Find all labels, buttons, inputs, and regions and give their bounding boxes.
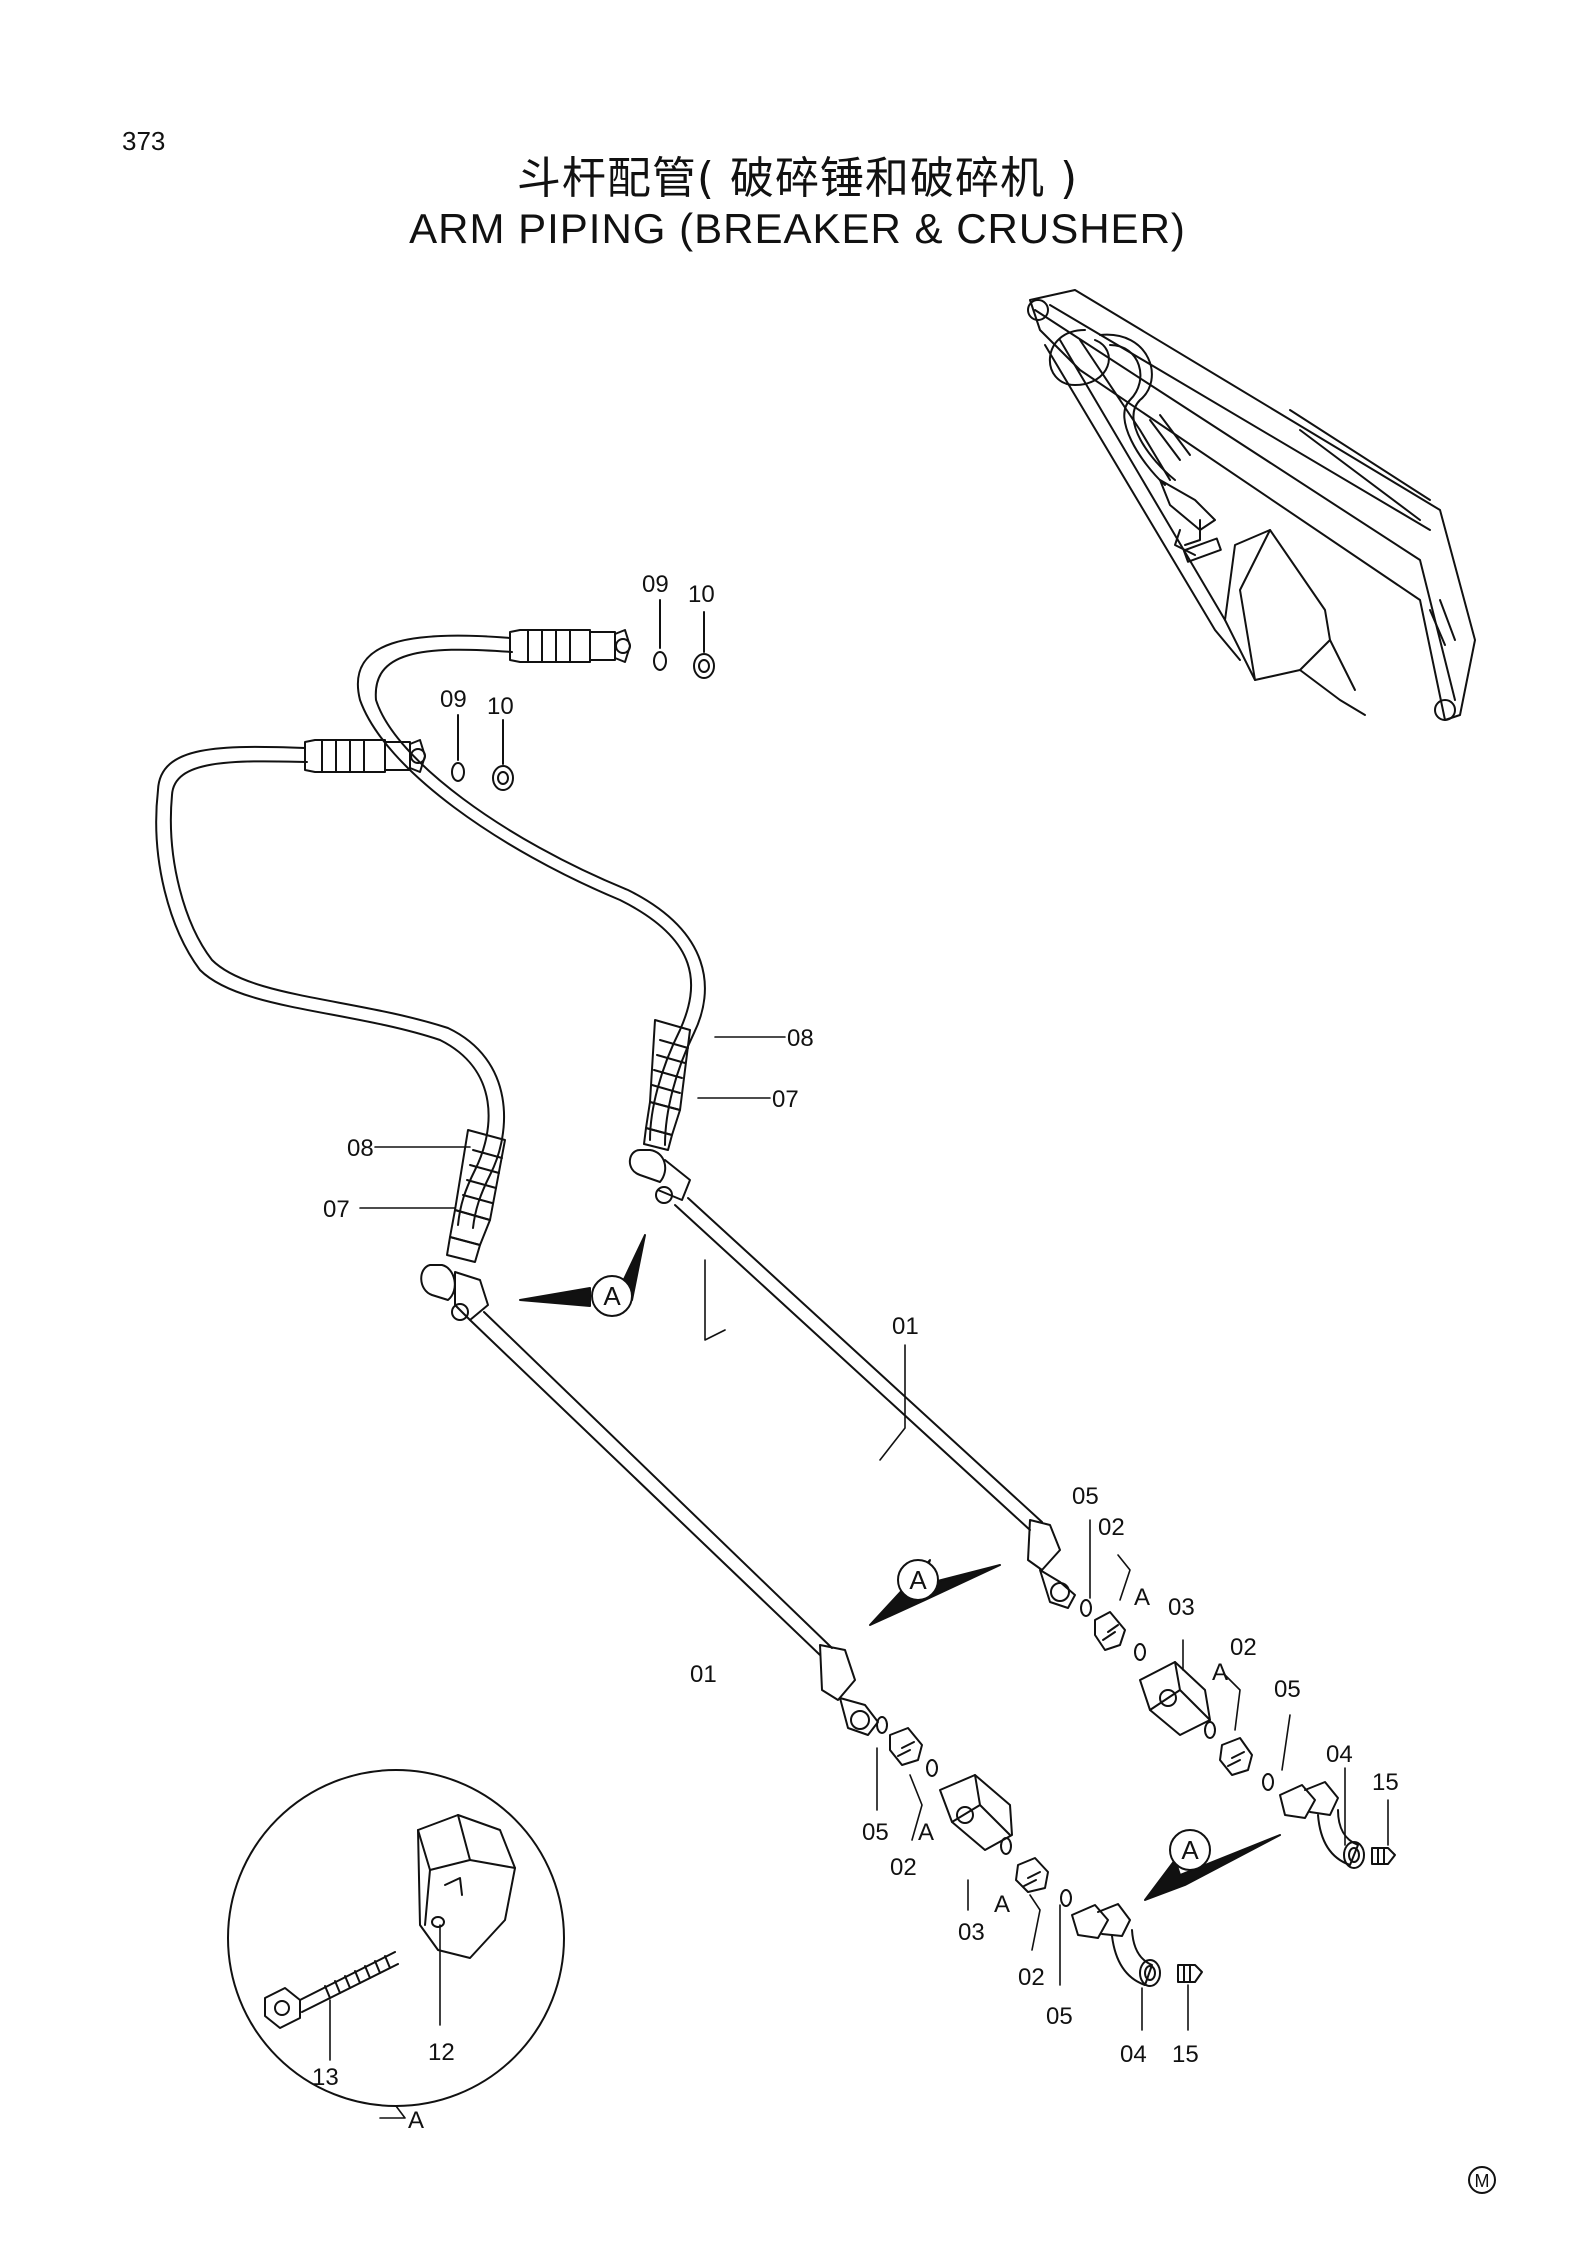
label-12: 12 — [428, 2039, 455, 2066]
label-a-upper-1: A — [1134, 1584, 1150, 1611]
label-04-lower: 04 — [1120, 2041, 1147, 2068]
view-a-label-2: A — [909, 1565, 927, 1595]
view-a-arrows — [519, 1234, 1281, 1901]
corner-mark: M — [1475, 2171, 1490, 2191]
hose-assembly-lower — [155, 739, 506, 1263]
label-15-upper: 15 — [1372, 1769, 1399, 1796]
label-02-lower-a: 02 — [890, 1854, 917, 1881]
label-01-upper: 01 — [892, 1313, 919, 1340]
label-07-left: 07 — [323, 1196, 350, 1223]
label-05-lower: 05 — [862, 1819, 889, 1846]
corner-mark-circle — [1468, 2166, 1496, 2194]
label-09-upper: 09 — [642, 571, 669, 598]
fitting-train-lower — [876, 1716, 1072, 1907]
label-05-upper-b: 05 — [1274, 1676, 1301, 1703]
label-03-lower: 03 — [958, 1919, 985, 1946]
pipe-01-upper — [628, 1149, 1076, 1609]
label-a-upper-2: A — [1212, 1659, 1228, 1686]
label-07-right: 07 — [772, 1086, 799, 1113]
view-a-circles — [591, 1275, 1211, 1871]
label-a-lower-2: A — [994, 1891, 1010, 1918]
label-10-lower: 10 — [487, 693, 514, 720]
label-02-lower-b: 02 — [1018, 1964, 1045, 1991]
label-02-upper-a: 02 — [1098, 1514, 1125, 1541]
view-a-label-1: A — [603, 1281, 621, 1311]
label-15-lower: 15 — [1172, 2041, 1199, 2068]
seal-parts — [451, 599, 715, 791]
label-04-upper: 04 — [1326, 1741, 1353, 1768]
label-05-upper: 05 — [1072, 1483, 1099, 1510]
hose-assembly-upper — [357, 629, 706, 1151]
label-08-right: 08 — [787, 1025, 814, 1052]
label-10-upper: 10 — [688, 581, 715, 608]
title-chinese: 斗杆配管( 破碎锤和破碎机 ) — [516, 153, 1079, 204]
label-01-lower: 01 — [690, 1661, 717, 1688]
pipe-01-lower — [420, 1264, 879, 1736]
title-english: ARM PIPING (BREAKER & CRUSHER) — [409, 205, 1186, 252]
detail-view-a — [227, 1769, 565, 2119]
arm-overview-illustration — [1027, 289, 1476, 721]
detail-view-a-label: A — [408, 2107, 424, 2134]
label-09-lower: 09 — [440, 686, 467, 713]
elbow-04-lower — [1071, 1903, 1203, 1987]
label-02-upper-b: 02 — [1230, 1634, 1257, 1661]
label-03-upper: 03 — [1168, 1594, 1195, 1621]
label-08-left: 08 — [347, 1135, 374, 1162]
label-a-lower-1: A — [918, 1819, 934, 1846]
label-05-lower-b: 05 — [1046, 2003, 1073, 2030]
label-13: 13 — [312, 2064, 339, 2091]
elbow-04-upper — [1279, 1781, 1396, 1869]
view-a-label-3: A — [1181, 1835, 1199, 1865]
fitting-train-upper — [1080, 1599, 1274, 1791]
page-number: 373 — [122, 126, 166, 156]
leader-lines — [359, 1036, 1389, 2031]
